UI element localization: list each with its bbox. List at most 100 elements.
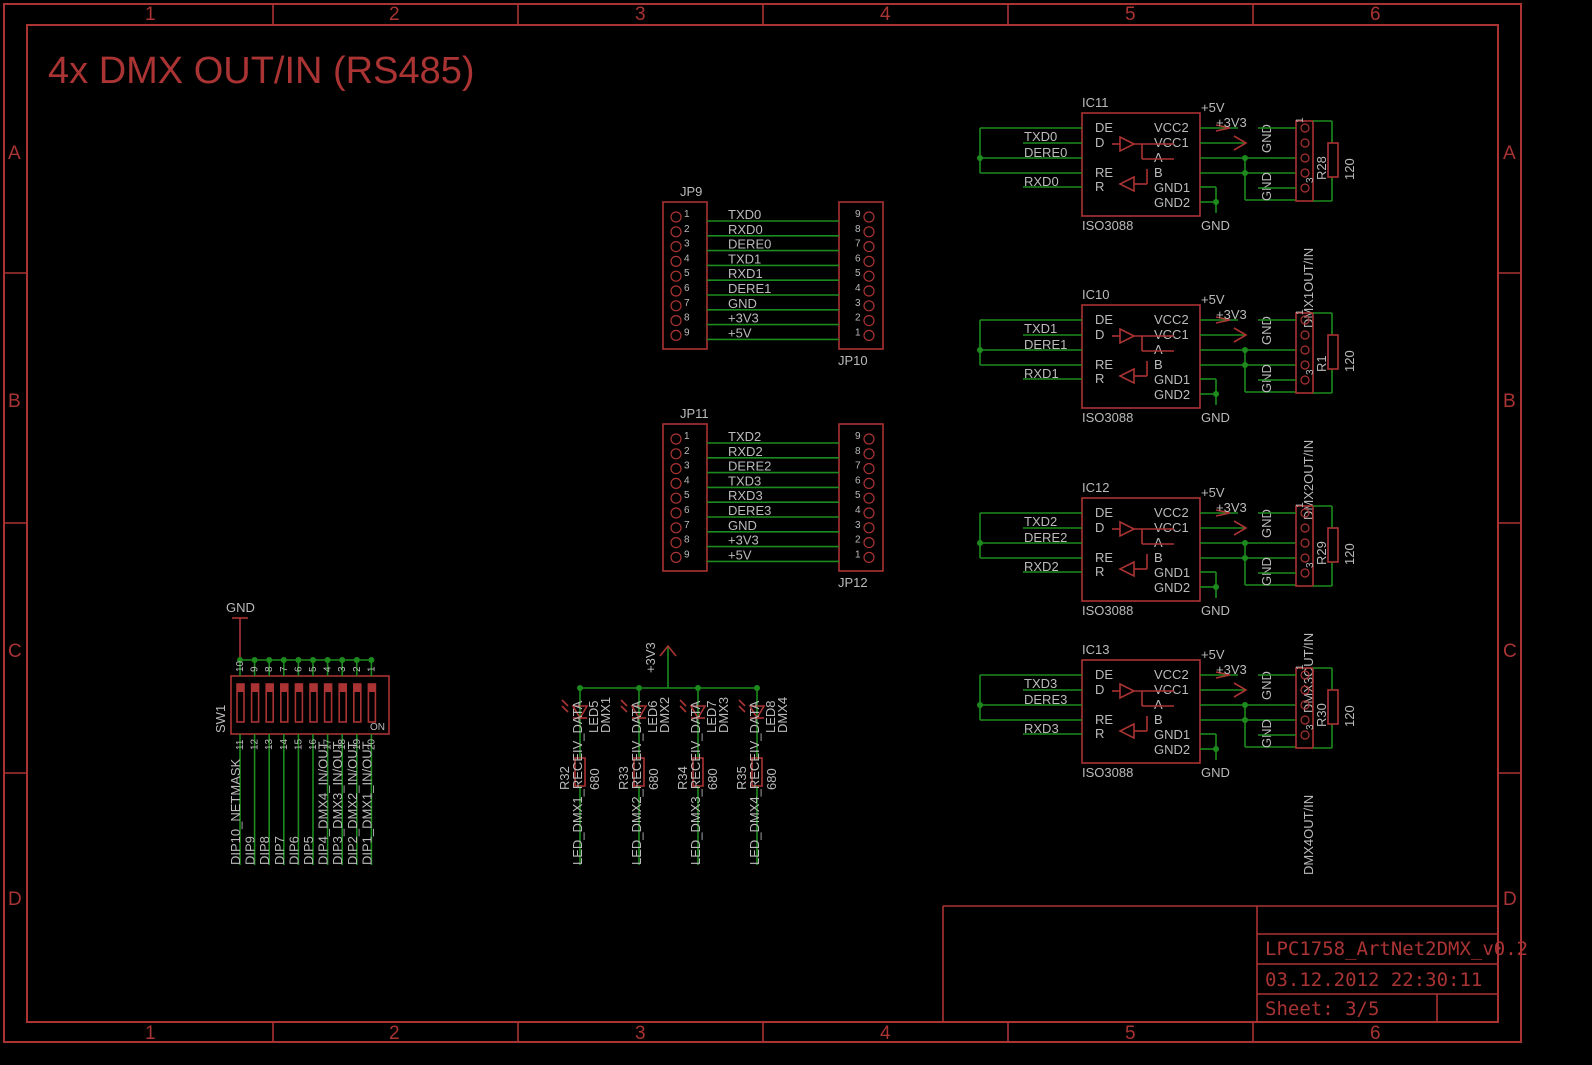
pin-number: 2 bbox=[855, 313, 861, 324]
transceiver-ic12: IC12ISO3088DEDRERVCC2VCC1ABGND1GND2TXD2D… bbox=[977, 480, 1357, 713]
signal-name: DERE0 bbox=[728, 237, 771, 252]
column-marker: 4 bbox=[880, 1023, 891, 1044]
dip-pin-number: 2 bbox=[352, 666, 363, 672]
power-label: +3V3 bbox=[1216, 662, 1247, 677]
led-label: DMX2 bbox=[657, 697, 672, 733]
resistor-value: 120 bbox=[1342, 543, 1357, 565]
rs485-transceivers: IC11ISO3088DEDRERVCC2VCC1ABGND1GND2TXD0D… bbox=[977, 95, 1357, 875]
pin-number: 5 bbox=[855, 490, 861, 501]
pin-pad bbox=[670, 507, 682, 519]
dip-actuator-knob bbox=[266, 684, 274, 692]
signal-name: TXD1 bbox=[728, 251, 761, 266]
junction bbox=[1213, 391, 1219, 397]
pin-number: 8 bbox=[684, 535, 690, 546]
ic-pin-label: DE bbox=[1095, 667, 1113, 682]
connector-pin: 1 bbox=[1295, 502, 1306, 508]
ic-pin-label: R bbox=[1095, 564, 1104, 579]
signal-name: +5V bbox=[728, 547, 752, 562]
dip-net-label: DIP4_DMX4_IN/OUT bbox=[316, 741, 331, 865]
pin-number: 7 bbox=[684, 520, 690, 531]
resistor-value: 120 bbox=[1342, 350, 1357, 372]
row-marker: D bbox=[1503, 889, 1517, 910]
gnd-label: GND bbox=[1201, 410, 1230, 425]
dip-pin-number: 17 bbox=[323, 738, 334, 750]
dip-pin-number: 1 bbox=[366, 666, 377, 672]
dip-net-label: DIP1_DMX1_IN/OUT bbox=[359, 741, 374, 865]
net-label: TXD2 bbox=[1024, 514, 1057, 529]
pin-number: 6 bbox=[684, 283, 690, 294]
column-marker: 2 bbox=[389, 4, 400, 25]
ic-pin-label: R bbox=[1095, 179, 1104, 194]
power-arrow bbox=[1233, 682, 1248, 698]
ic-pin-label: D bbox=[1095, 682, 1104, 697]
driver-symbol bbox=[1119, 135, 1136, 153]
pin-pad bbox=[863, 211, 875, 223]
receiver-symbol bbox=[1118, 722, 1135, 740]
pin-pad bbox=[863, 226, 875, 238]
pin-pad bbox=[863, 463, 875, 475]
pin-number: 4 bbox=[684, 253, 690, 264]
dip-pin-number: 6 bbox=[293, 666, 304, 672]
led-label: DMX3 bbox=[716, 697, 731, 733]
signal-name: DERE1 bbox=[728, 281, 771, 296]
pin-pad bbox=[670, 211, 682, 223]
pin-pad bbox=[863, 477, 875, 489]
connector-pad bbox=[1300, 568, 1310, 578]
connector-gnd: GND bbox=[1259, 557, 1274, 586]
pin-number: 4 bbox=[855, 283, 861, 294]
signal-name: TXD3 bbox=[728, 473, 761, 488]
ic-pin-label: R bbox=[1095, 371, 1104, 386]
junction bbox=[1213, 746, 1219, 752]
pin-number: 6 bbox=[855, 475, 861, 486]
ic-name: IC11 bbox=[1082, 95, 1109, 110]
led-rays bbox=[679, 699, 687, 713]
pin-number: 7 bbox=[684, 298, 690, 309]
header-jp11 bbox=[662, 423, 708, 572]
pin-number: 1 bbox=[684, 209, 690, 220]
ic-pin-label: GND2 bbox=[1154, 742, 1190, 757]
pin-pad bbox=[670, 315, 682, 327]
signal-name: RXD3 bbox=[728, 488, 763, 503]
dip-net-label: DIP8 bbox=[257, 836, 272, 865]
row-marker: B bbox=[1503, 391, 1516, 412]
ic-pin-label: B bbox=[1154, 357, 1163, 372]
led-label: DMX4 bbox=[775, 697, 790, 733]
connector-pad bbox=[1300, 375, 1310, 385]
junction bbox=[1213, 584, 1219, 590]
dip-pin-number: 16 bbox=[308, 738, 319, 750]
led-net-label: LED_DMX4_RECEIV_DATA bbox=[747, 700, 762, 865]
signal-name: RXD1 bbox=[728, 266, 763, 281]
pin-pad bbox=[670, 300, 682, 312]
resistor-name: R32 bbox=[557, 766, 572, 790]
power-label: +5V bbox=[1201, 485, 1225, 500]
pin-pad bbox=[863, 492, 875, 504]
net-label: TXD3 bbox=[1024, 676, 1057, 691]
dip-pin-number: 7 bbox=[279, 666, 290, 672]
column-marker: 2 bbox=[389, 1023, 400, 1044]
pin-pad bbox=[670, 492, 682, 504]
connector-pad bbox=[1300, 138, 1310, 148]
junction bbox=[695, 685, 701, 691]
column-marker: 1 bbox=[145, 4, 156, 25]
ic-pin-label: D bbox=[1095, 520, 1104, 535]
ic-pin-label: VCC2 bbox=[1154, 312, 1189, 327]
net-label: DERE2 bbox=[1024, 530, 1067, 545]
pin-number: 3 bbox=[684, 461, 690, 472]
junction bbox=[636, 685, 642, 691]
connector-pad bbox=[1300, 183, 1310, 193]
pin-number: 8 bbox=[684, 313, 690, 324]
pin-pad bbox=[670, 551, 682, 564]
ic-pin-label: GND1 bbox=[1154, 727, 1190, 742]
pin-number: 3 bbox=[855, 298, 861, 309]
gnd-label: GND bbox=[1201, 765, 1230, 780]
column-marker: 5 bbox=[1125, 4, 1136, 25]
header-jp12 bbox=[838, 423, 884, 572]
dip-actuator-knob bbox=[368, 684, 376, 692]
receiver-symbol bbox=[1118, 367, 1135, 385]
net-label: RXD3 bbox=[1024, 721, 1059, 736]
sheet-number: Sheet: 3/5 bbox=[1265, 998, 1379, 1020]
pin-number: 2 bbox=[684, 446, 690, 457]
dip-name: SW1 bbox=[213, 705, 228, 733]
